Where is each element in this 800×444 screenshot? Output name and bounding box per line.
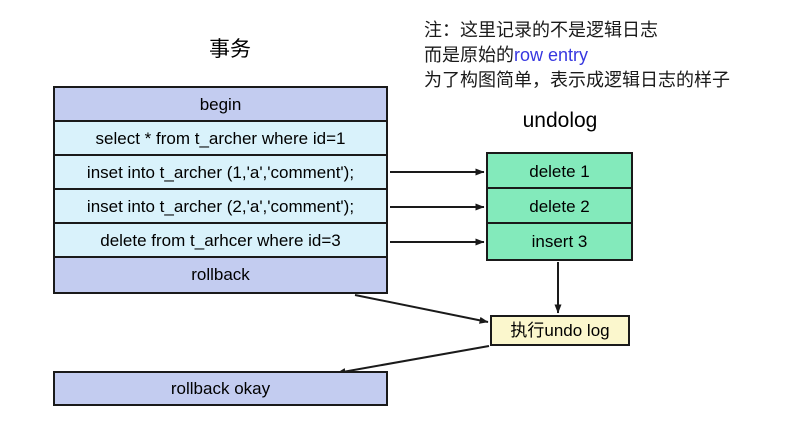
note-line-2-accent: row entry	[514, 45, 589, 65]
arrow-rollback-to-exec	[354, 294, 489, 324]
table-row: rollback	[55, 258, 386, 292]
undolog-stack: delete 1 delete 2 insert 3	[486, 152, 633, 261]
note-line-2-prefix: 而是原始的	[424, 45, 514, 65]
transaction-title: 事务	[209, 38, 251, 61]
undolog-title: undolog	[522, 109, 598, 132]
table-row: begin	[55, 88, 386, 122]
note-block: 注：这里记录的不是逻辑日志 而是原始的row entry 为了构图简单，表示成逻…	[424, 18, 796, 93]
note-line-3: 为了构图简单，表示成逻辑日志的样子	[424, 70, 730, 90]
arrow-exec-to-rollback-okay	[336, 345, 490, 375]
rollback-okay-box: rollback okay	[53, 371, 388, 406]
transaction-table: begin select * from t_archer where id=1 …	[53, 86, 388, 294]
table-row: inset into t_archer (2,'a','comment');	[55, 190, 386, 224]
undolog-entry: insert 3	[488, 224, 631, 259]
table-row: delete from t_arhcer where id=3	[55, 224, 386, 258]
table-row: inset into t_archer (1,'a','comment');	[55, 156, 386, 190]
note-line-2: 而是原始的row entry	[424, 43, 796, 68]
table-row: select * from t_archer where id=1	[55, 122, 386, 156]
note-line-1: 注：这里记录的不是逻辑日志	[424, 20, 658, 40]
undolog-entry: delete 1	[488, 154, 631, 189]
undolog-entry: delete 2	[488, 189, 631, 224]
execute-undo-log-box: 执行undo log	[490, 315, 630, 346]
